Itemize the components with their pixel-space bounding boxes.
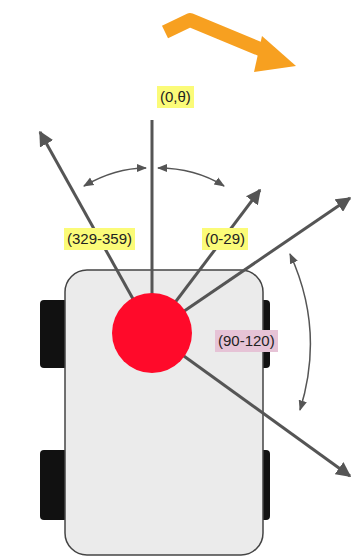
range-label: (90-120) [215, 330, 278, 352]
range-label: (329-359) [64, 228, 135, 250]
wheel [40, 300, 68, 368]
wheel [40, 450, 68, 520]
angle-arc [290, 254, 310, 410]
angle-arc [84, 168, 146, 186]
lidar-sensor [112, 293, 192, 373]
scan-rays [40, 120, 350, 476]
angle-arcs [84, 168, 310, 410]
range-label: (0-29) [202, 228, 248, 250]
rotation-arrow-head [254, 36, 296, 72]
heading-label: (0,θ) [157, 86, 194, 108]
car-body [65, 270, 263, 555]
angle-arc [158, 168, 224, 186]
rotation-arrow [165, 20, 272, 54]
